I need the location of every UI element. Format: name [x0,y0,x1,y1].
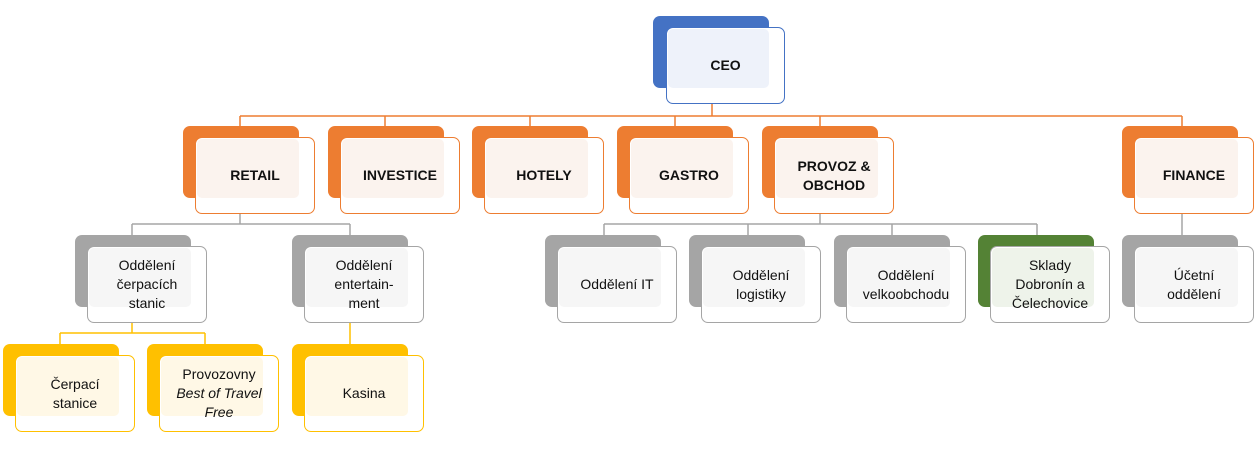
node-hotely: HOTELY [472,126,604,214]
node-retail: RETAIL [183,126,315,214]
node-velkoobchod-label: Oddělení velkoobchodu [862,266,950,302]
node-retail-label: RETAIL [230,167,280,183]
node-sklady: Sklady Dobronín a Čelechovice [978,235,1110,323]
node-kasina: Kasina [292,344,424,432]
node-kasina-label: Kasina [342,385,386,401]
node-ucetni-label: Účetní oddělení [1167,266,1221,302]
node-cerpaci-stanice: Čerpací stanice [3,344,135,432]
node-entertainment-label: Oddělení entertain- ment [334,257,394,311]
node-cerpaci-oddeleni: Oddělení čerpacích stanic [75,235,207,323]
node-provozovny-label: Provozovny Best of Travel Free [159,355,279,432]
connector-cerpaci-bus [59,322,206,345]
node-logistika-label: Oddělení logistiky [732,266,790,302]
connector-ceo-bus [239,104,1183,127]
node-provozovny-label-line2: Best of Travel Free [176,385,262,420]
node-ceo-fill [668,29,769,88]
node-it: Oddělení IT [545,235,677,323]
node-provoz-label: PROVOZ & OBCHOD [797,157,871,193]
connector-provoz-bus [603,213,1038,236]
node-entertainment: Oddělení entertain- ment [292,235,424,323]
node-finance-label: FINANCE [1162,167,1226,183]
node-finance: FINANCE [1122,126,1254,214]
node-hotely-label: HOTELY [516,167,572,183]
node-velkoobchod: Oddělení velkoobchodu [834,235,966,323]
node-provozovny: Provozovny Best of Travel Free [147,344,279,432]
connector-retail-bus [131,213,351,236]
node-provoz: PROVOZ & OBCHOD [762,126,894,214]
node-ucetni: Účetní oddělení [1122,235,1254,323]
node-it-label: Oddělení IT [580,276,654,292]
node-investice: INVESTICE [328,126,460,214]
node-investice-label: INVESTICE [363,167,437,183]
node-provozovny-label-line1: Provozovny [182,366,256,382]
node-cerpaci-oddeleni-label: Oddělení čerpacích stanic [116,257,178,311]
node-ceo-label: CEO [710,57,741,73]
node-gastro-label: GASTRO [659,167,719,183]
node-sklady-label: Sklady Dobronín a Čelechovice [1011,257,1089,311]
node-logistika: Oddělení logistiky [689,235,821,323]
node-cerpaci-stanice-label: Čerpací stanice [50,375,100,411]
node-ceo: CEO [653,16,785,104]
node-gastro: GASTRO [617,126,749,214]
